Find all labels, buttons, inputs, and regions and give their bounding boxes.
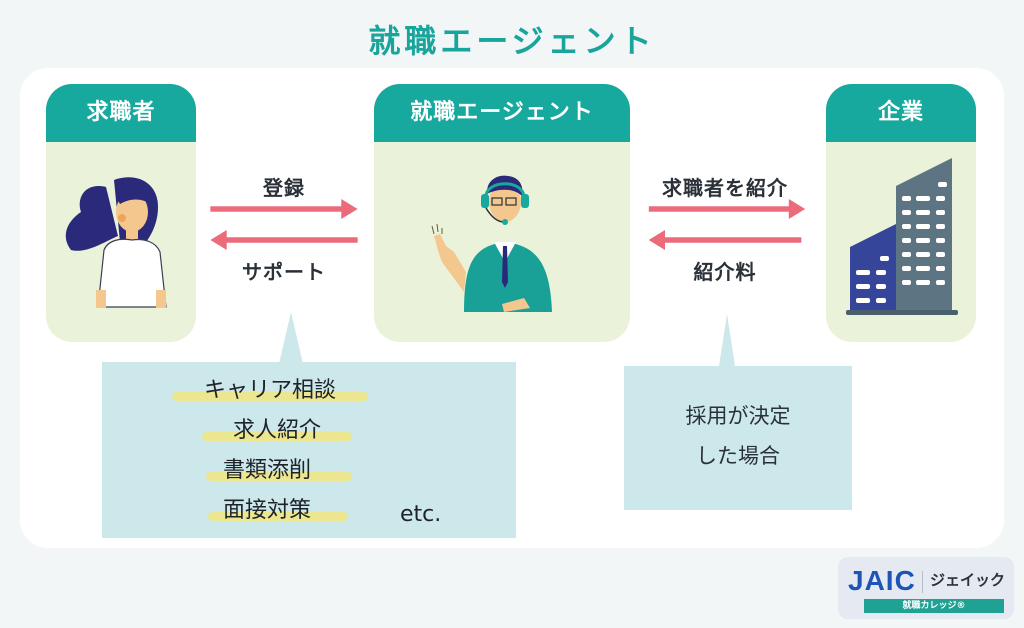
card-agent-label: 就職エージェント	[374, 84, 630, 142]
agent-with-headset-icon	[431, 175, 552, 312]
service-item: 面接対策	[222, 498, 311, 523]
arrow-left-icon	[210, 230, 358, 250]
arrow-right-icon	[210, 199, 358, 219]
card-company: 企業	[826, 84, 976, 342]
introduce-seeker-label: 求職者を紹介	[662, 176, 788, 200]
logo-subtitle: 就職カレッジ®	[864, 599, 1004, 613]
logo-mark: JAIC	[848, 565, 916, 596]
service-item: 求人紹介	[232, 418, 321, 443]
support-callout: キャリア相談 求人紹介 書類添削 面接対策 etc.	[102, 362, 516, 538]
referral-fee-label: 紹介料	[693, 260, 757, 284]
logo-divider	[922, 571, 923, 593]
card-job-seeker-label: 求職者	[46, 84, 196, 142]
arrow-right-icon	[648, 199, 806, 219]
office-building-icon	[846, 158, 958, 315]
logo-kana: ジェイック	[930, 571, 1006, 589]
etc-text: etc.	[400, 502, 442, 527]
card-agent: 就職エージェント	[374, 84, 630, 342]
card-company-label: 企業	[826, 84, 976, 142]
arrow-left-icon	[648, 230, 802, 250]
card-job-seeker: 求職者	[46, 84, 196, 342]
woman-illustration-icon	[65, 177, 167, 308]
support-callout-pointer	[279, 312, 303, 364]
page-title: 就職エージェント	[368, 22, 656, 60]
register-label: 登録	[263, 176, 305, 200]
jaic-logo: JAIC ジェイック 就職カレッジ®	[838, 557, 1014, 619]
fee-condition-callout: 採用が決定 した場合	[624, 366, 852, 510]
fee-callout-pointer	[719, 314, 735, 366]
fee-condition-line: 採用が決定	[685, 404, 791, 428]
service-item: キャリア相談	[203, 378, 336, 403]
support-label: サポート	[242, 260, 326, 284]
fee-condition-line: した場合	[696, 444, 780, 468]
service-item: 書類添削	[222, 458, 311, 483]
